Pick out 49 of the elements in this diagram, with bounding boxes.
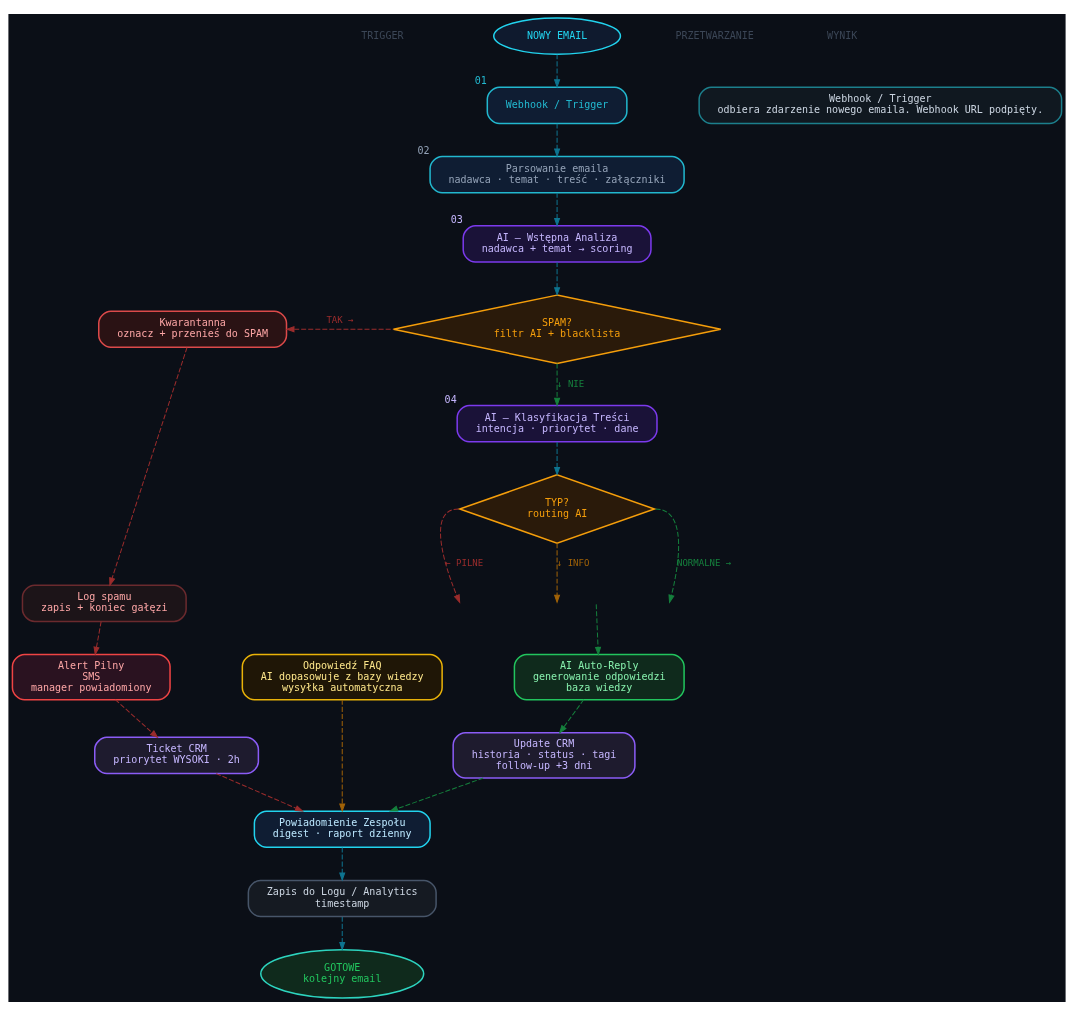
edge-label: NORMALNE → — [677, 557, 732, 568]
arrow — [654, 507, 680, 603]
label: WYNIK — [827, 29, 858, 41]
node-ellipse: GOTOWE kolejny email — [260, 948, 425, 999]
arrow — [339, 915, 346, 950]
edge-label: ↓ INFO — [556, 557, 590, 568]
arrow — [286, 325, 394, 332]
arrow — [595, 603, 601, 655]
node-diamond: SPAM? filtr AI + blacklista — [392, 293, 722, 364]
node-box: AI – Klasyfikacja Treści intencja · priorytet · dane — [456, 404, 658, 442]
node-diamond: TYP? routing AI — [457, 473, 657, 544]
arrow — [389, 777, 484, 812]
arrow — [554, 261, 561, 295]
node-box: Webhook / Trigger — [486, 86, 628, 124]
node-ellipse: NOWY EMAIL — [493, 16, 622, 55]
node-box: Parsowanie emaila nadawca · temat · treść · załączniki — [429, 155, 685, 193]
label: PRZETWARZANIE — [675, 29, 754, 41]
arrow — [109, 346, 188, 586]
node-box: Log spamu zapis + koniec gałęzi — [21, 584, 187, 622]
node-box: Kwarantanna oznacz + przenieś do SPAM — [98, 309, 288, 348]
node-box: Powiadomienie Zespołu digest · raport dzienny — [253, 809, 431, 848]
node-label: 03 — [450, 213, 463, 225]
label: TRIGGER — [361, 29, 404, 41]
node-label: 04 — [444, 393, 457, 405]
arrow — [93, 620, 102, 655]
node-box: Update CRM historia · status · tagi follow-up +3 dni — [452, 731, 636, 779]
arrow — [554, 440, 561, 475]
node-box: Odpowiedź FAQ AI dopasowuje z bazy wiedzy wysyłka automatyczna — [241, 653, 443, 700]
arrow — [440, 507, 461, 603]
node-box: AI – Wstępna Analiza nadawca + temat → scoring — [462, 224, 652, 263]
node-box: Zapis do Logu / Analytics timestamp — [247, 879, 437, 917]
arrow — [559, 698, 585, 733]
node-label: 01 — [474, 74, 487, 86]
arrow — [114, 698, 158, 738]
node-box: Ticket CRM priorytet WYSOKI · 2h — [94, 736, 260, 774]
node-label: 02 — [417, 144, 430, 156]
node-box: Alert Pilny SMS manager powiadomiony — [11, 653, 171, 700]
arrow — [215, 772, 304, 812]
arrow — [339, 698, 346, 812]
edge-label: ↓ NIE — [557, 378, 585, 389]
arrow — [339, 846, 346, 880]
arrow — [554, 542, 561, 603]
node-box: AI Auto-Reply generowanie odpowiedzi baza wiedzy — [513, 653, 685, 700]
edge-label: TAK → — [326, 314, 354, 325]
arrow — [554, 191, 561, 226]
arrow — [554, 53, 561, 87]
arrow — [554, 122, 561, 157]
node-box: Webhook / Trigger odbiera zdarzenie nowego emaila. Webhook URL podpięty. — [698, 86, 1063, 124]
arrow — [554, 362, 561, 406]
